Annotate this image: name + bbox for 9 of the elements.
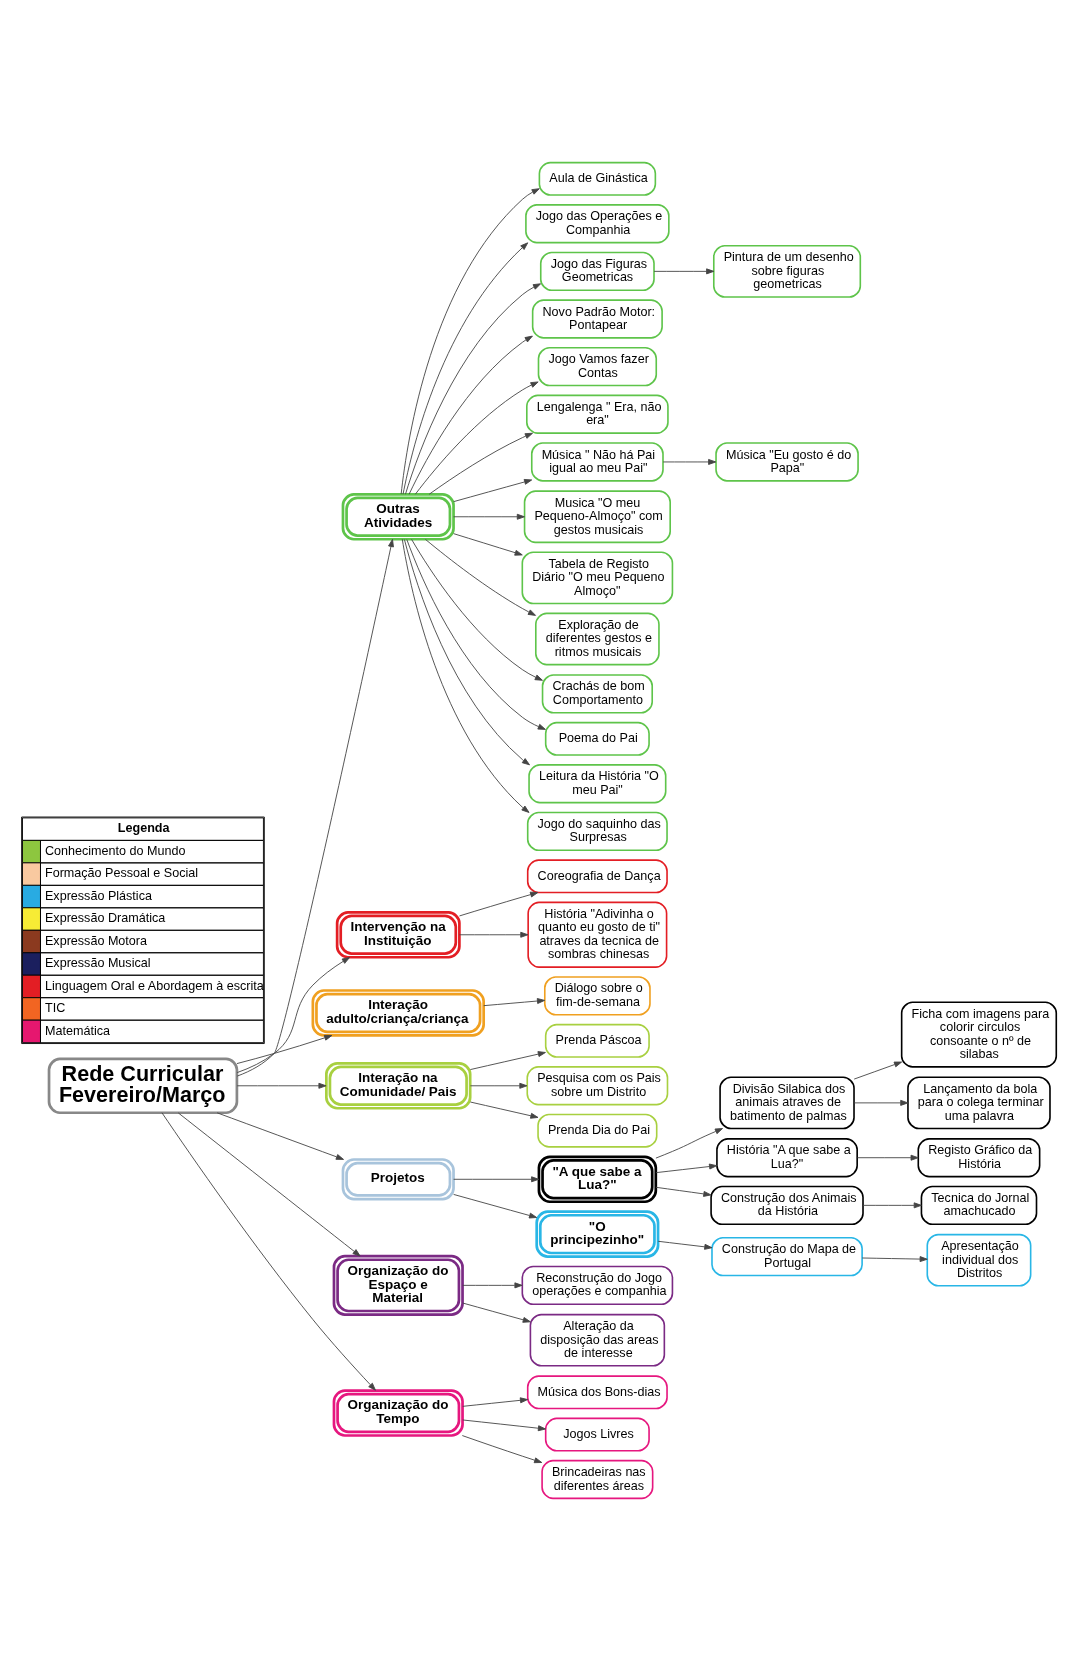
legend-label: Formação Pessoal e Social — [44, 866, 199, 881]
legend-label: Expressão Musical — [44, 956, 151, 971]
legend-label: Expressão Dramática — [44, 911, 166, 926]
legend-label: TIC — [44, 1001, 66, 1016]
legend-label: Conhecimento do Mundo — [44, 843, 186, 858]
legend-label: Matemática — [44, 1023, 110, 1038]
legend-label: Expressão Plástica — [44, 888, 152, 903]
label: Legenda — [117, 820, 170, 835]
legend-label: Expressão Motora — [44, 933, 148, 948]
